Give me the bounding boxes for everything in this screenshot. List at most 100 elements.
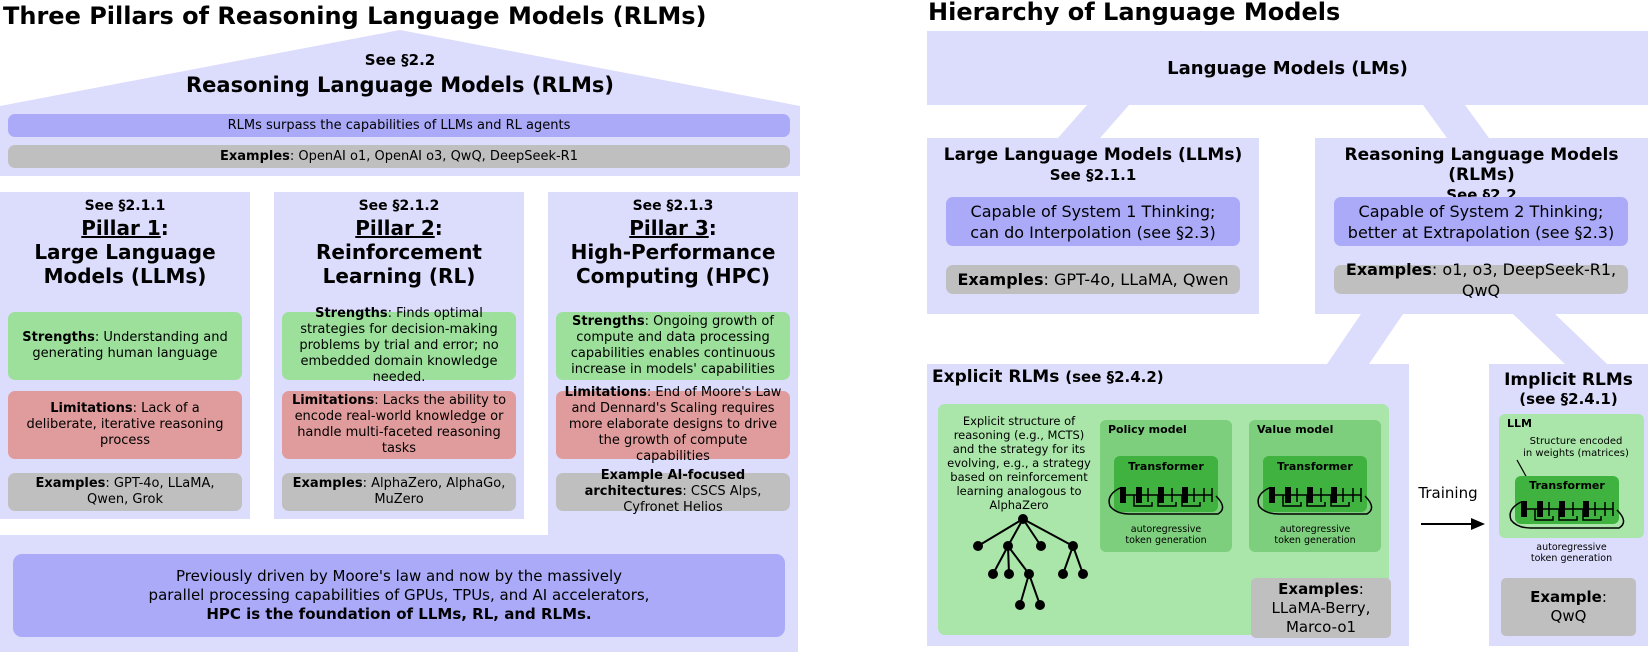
explicit-title: Explicit RLMs (see §2.4.2) [932, 367, 1164, 387]
roof-shape [0, 30, 800, 176]
explicit-rlm-box: Explicit RLMs (see §2.4.2) Explicit stru… [927, 364, 1409, 646]
pillar-2-title: Pillar 2: Reinforcement Learning (RL) [274, 216, 524, 288]
implicit-auto-line1: autoregressive [1536, 542, 1607, 553]
implicit-token-loop-icon [1509, 501, 1625, 529]
pillar-2-examples: Examples: AlphaZero, AlphaGo, MuZero [282, 473, 516, 511]
pillar-1-see: See §2.1.1 [84, 198, 166, 214]
pillar-2-examples-label: Examples [292, 476, 363, 491]
pillar-1-line2: Models (LLMs) [43, 264, 207, 288]
pillar-3-line2: Computing (HPC) [575, 264, 771, 288]
roof-surpass-text: RLMs surpass the capabilities of LLMs an… [227, 117, 571, 133]
value-model-label: Value model [1257, 423, 1334, 436]
pillar-3-examples-label: Example AI-focused architectures [584, 468, 746, 499]
pillar-2-strengths-text: : Finds optimal strategies for decision-… [299, 306, 499, 385]
arrow-right-icon [1421, 518, 1485, 530]
pillar-2-strengths: Strengths: Finds optimal strategies for … [282, 306, 516, 385]
pillar-1-examples-label: Examples [35, 476, 106, 491]
implicit-see: (see §2.4.1) [1519, 390, 1618, 408]
rlm-examples-text: : o1, o3, DeepSeek-R1, QwQ [1431, 259, 1617, 300]
policy-token-loop-icon [1108, 487, 1224, 515]
policy-auto-line1: autoregressive [1130, 524, 1202, 535]
implicit-transformer-label: Transformer [1529, 479, 1605, 492]
pillar-1-line1: Large Language [34, 240, 216, 264]
pillar-3: See §2.1.3 Pillar 3: High-Performance Co… [548, 192, 798, 519]
pillar-3-limitations-label: Limitations [564, 385, 647, 400]
hierarchy-connectors [1058, 105, 1607, 364]
lm-label: Language Models (LMs) [1167, 57, 1408, 79]
implicit-auto-line2: token generation [1530, 553, 1613, 564]
explicit-see: (see §2.4.2) [1065, 368, 1164, 386]
implicit-struct-line2: in weights (matrices) [1523, 448, 1629, 459]
pillar-3-strengths-text: : Ongoing growth of compute and data pro… [570, 314, 776, 377]
rlm-title: Reasoning Language Models (RLMs) [1344, 145, 1619, 185]
pillar-2-limitations: Limitations: Lacks the ability to encode… [282, 391, 516, 459]
pillar-2-limitations-label: Limitations [291, 393, 375, 408]
pointer-line [1516, 459, 1528, 478]
pillar-1-limitations-label: Limitations [50, 401, 133, 416]
llm-cap-line2: can do Interpolation (see §2.3) [970, 222, 1216, 242]
explicit-examples: Examples:LLaMA-Berry,Marco-o1 [1251, 578, 1391, 638]
pillar-3-limitations-text: : End of Moore's Law and Dennard's Scali… [568, 385, 782, 464]
explicit-examples-line2: Marco-o1 [1285, 617, 1357, 636]
llm-examples: Examples: GPT-4o, LLaMA, Qwen [946, 265, 1240, 294]
pillar-1: See §2.1.1 Pillar 1: Large Language Mode… [0, 192, 250, 519]
pillar-3-title: Pillar 3: High-Performance Computing (HP… [548, 216, 798, 288]
pillar-1-title: Pillar 1: Large Language Models (LLMs) [0, 216, 250, 288]
rlm-cap-line2: better at Extrapolation (see §2.3) [1347, 222, 1615, 242]
foundation-line3: HPC is the foundation of LLMs, RL, and R… [206, 605, 592, 623]
implicit-example-text: QwQ [1550, 607, 1587, 625]
rlm-cap-line1: Capable of System 2 Thinking; [1358, 201, 1604, 221]
policy-model-box: Policy model Transformer [1100, 420, 1232, 552]
explicit-examples-line1: LLaMA-Berry, [1271, 598, 1371, 617]
explicit-title-text: Explicit RLMs [932, 367, 1060, 387]
roof-heading: Reasoning Language Models (RLMs) [186, 73, 614, 97]
implicit-title: Implicit RLMs [1504, 370, 1633, 390]
roof-see-ref: See §2.2 [364, 51, 436, 69]
rlm-examples: Examples: o1, o3, DeepSeek-R1, QwQ [1334, 260, 1628, 300]
roof-examples-box: Examples: OpenAI o1, OpenAI o3, QwQ, Dee… [8, 145, 790, 168]
value-token-loop-icon [1257, 487, 1373, 515]
explicit-desc: Explicit structure of reasoning (e.g., M… [947, 414, 1091, 512]
llm-capability: Capable of System 1 Thinking;can do Inte… [946, 197, 1240, 246]
implicit-llm-label: LLM [1507, 417, 1532, 430]
policy-auto-line2: token generation [1125, 535, 1207, 546]
implicit-struct-line1: Structure encoded [1529, 436, 1623, 447]
explicit-examples-label: Examples [1278, 579, 1359, 598]
llm-box: Large Language Models (LLMs) See §2.1.1 … [927, 138, 1259, 314]
training-arrow: Training [1409, 470, 1489, 550]
pillar-3-colon: : [708, 216, 717, 240]
left-title: Three Pillars of Reasoning Language Mode… [3, 2, 707, 30]
llm-title: Large Language Models (LLMs) [943, 145, 1243, 165]
pillar-2-limitations-text: : Lacks the ability to encode real-world… [294, 393, 507, 456]
pillar-1-strengths-label: Strengths [22, 330, 95, 345]
rlm-box: Reasoning Language Models (RLMs) See §2.… [1315, 138, 1648, 314]
roof-examples-label: Examples [220, 148, 290, 164]
policy-model-label: Policy model [1108, 423, 1187, 436]
pillar-3-examples-text: : CSCS Alps, Cyfronet Helios [623, 484, 762, 515]
pillar-1-colon: : [160, 216, 169, 240]
value-transformer-label: Transformer [1277, 460, 1353, 473]
pillar-3-limitations: Limitations: End of Moore's Law and Denn… [556, 385, 790, 464]
implicit-example: Example:QwQ [1501, 578, 1636, 636]
pillar-1-examples-text: : GPT-4o, LLaMA, Qwen, Grok [87, 476, 215, 507]
foundation-line2: parallel processing capabilities of GPUs… [148, 586, 650, 604]
pillar-3-line1: High-Performance [570, 240, 776, 264]
value-model-box: Value model Transformer [1249, 420, 1381, 552]
pillar-3-see: See §2.1.3 [632, 198, 714, 214]
llm-examples-label: Examples [957, 270, 1044, 289]
pillar-1-strengths: Strengths: Understanding and generating … [8, 312, 242, 380]
rlm-capability: Capable of System 2 Thinking;better at E… [1334, 197, 1628, 246]
pillar-2-line1: Reinforcement [316, 240, 482, 264]
roof-examples-text: : OpenAI o1, OpenAI o3, QwQ, DeepSeek-R1 [289, 148, 578, 164]
llm-see: See §2.1.1 [1049, 166, 1137, 184]
pillar-3-name: Pillar 3 [629, 216, 709, 240]
value-auto-line2: token generation [1274, 535, 1356, 546]
implicit-rlm-box: Implicit RLMs (see §2.4.1) LLM Structure… [1489, 364, 1648, 646]
lm-box: Language Models (LMs) [927, 31, 1648, 105]
pillar-1-limitations: Limitations: Lack of a deliberate, itera… [8, 391, 242, 459]
